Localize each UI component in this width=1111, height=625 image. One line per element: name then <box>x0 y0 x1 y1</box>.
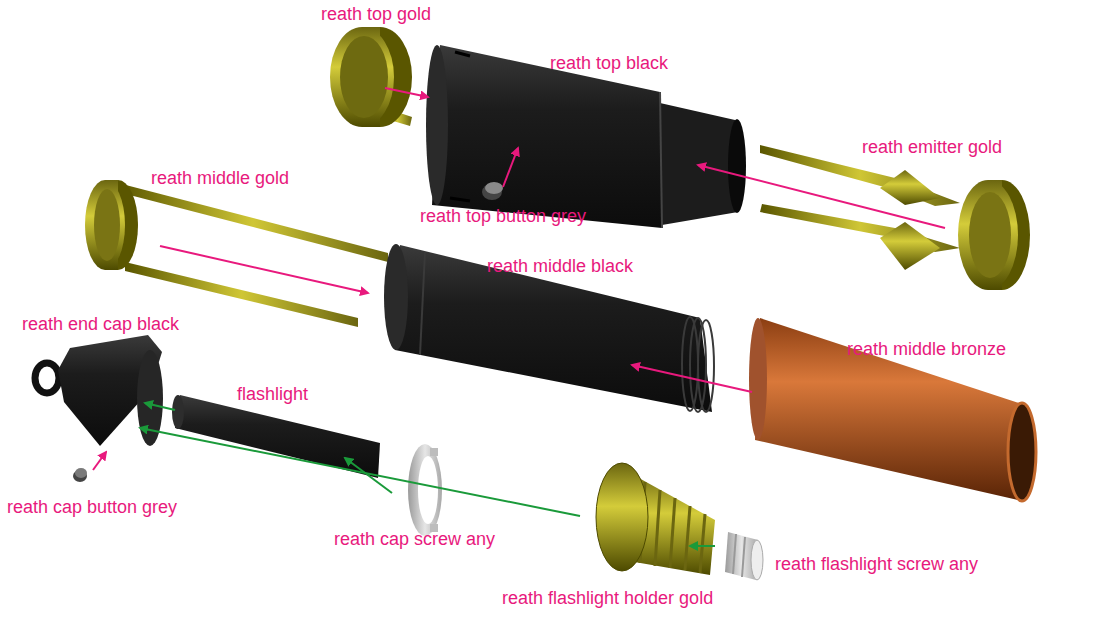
assembly-arrow <box>503 148 518 187</box>
part-label: reath middle gold <box>151 167 289 189</box>
flashlight-end <box>172 395 184 429</box>
top-button <box>482 182 503 200</box>
tube-body <box>395 245 712 412</box>
part-label: reath top black <box>550 52 668 74</box>
emitter-ring-hole <box>969 192 1011 278</box>
top-black-tube <box>426 45 746 228</box>
part-label: reath flashlight screw any <box>775 553 978 575</box>
holder-thread <box>655 490 660 566</box>
assembly-arrow <box>698 165 945 228</box>
assembly-arrow <box>93 452 106 470</box>
assembly-arrow <box>345 458 392 493</box>
part-label: reath middle black <box>487 255 633 277</box>
tube-neck <box>660 103 738 225</box>
tube-end <box>426 45 448 205</box>
tube-slot <box>450 198 470 201</box>
assembly-arrow <box>160 246 368 293</box>
middle-rail <box>118 183 388 262</box>
part-label: reath top gold <box>321 3 431 25</box>
button-top <box>75 468 87 478</box>
tube-slot <box>455 52 470 56</box>
holder-disc <box>596 463 648 571</box>
tube-thread <box>698 320 714 412</box>
ring-hole <box>340 36 388 118</box>
emitter-flare <box>880 170 940 205</box>
middle-ring-hole <box>94 189 120 261</box>
tube-opening <box>728 119 746 213</box>
middle-black-tube <box>384 244 714 412</box>
assembly-arrow <box>140 428 580 516</box>
holder-thread <box>700 514 705 573</box>
assembly-arrow <box>632 365 752 392</box>
top-gold-ring <box>330 27 412 127</box>
assembly-arrows <box>93 88 945 546</box>
cap-screw <box>408 444 442 536</box>
part-label: reath cap screw any <box>334 528 495 550</box>
ring-face <box>330 27 394 127</box>
part-label: reath top button grey <box>420 205 586 227</box>
screw-hole <box>418 456 438 524</box>
part-label: reath middle bronze <box>847 338 1006 360</box>
cap-button <box>73 468 87 482</box>
cap-loop <box>35 363 59 393</box>
middle-bronze-sleeve <box>749 318 1036 501</box>
emitter-flare <box>880 222 940 270</box>
screw-thread <box>733 534 736 574</box>
part-label: reath cap button grey <box>7 496 177 518</box>
assembly-arrow <box>385 88 428 97</box>
tube-groove <box>420 252 425 355</box>
holder-thread <box>685 506 690 570</box>
tube-flange <box>384 244 408 350</box>
part-label: reath emitter gold <box>862 136 1002 158</box>
button-top <box>485 182 503 194</box>
screw-ring <box>408 444 442 536</box>
middle-ring-face <box>85 180 125 270</box>
screw-end <box>751 540 763 580</box>
tube-groove <box>660 92 662 228</box>
sleeve-opening <box>1008 403 1036 501</box>
sleeve-end <box>749 318 767 440</box>
holder-thread <box>670 498 675 568</box>
emitter-ring-face <box>958 180 1018 290</box>
sleeve-body <box>755 318 1025 500</box>
flashlight-screw <box>725 532 763 580</box>
screw-thread <box>742 537 745 577</box>
part-label: reath end cap black <box>22 313 179 335</box>
emitter-gold <box>760 145 1030 290</box>
assembly-arrow <box>690 545 715 547</box>
flashlight-body <box>175 395 380 478</box>
middle-gold <box>85 180 388 327</box>
assembly-arrow <box>145 403 175 410</box>
flashlight <box>172 395 380 478</box>
part-label: reath flashlight holder gold <box>502 587 713 609</box>
screw-notch <box>430 448 438 456</box>
flashlight-holder <box>596 463 715 575</box>
part-label: flashlight <box>237 383 308 405</box>
